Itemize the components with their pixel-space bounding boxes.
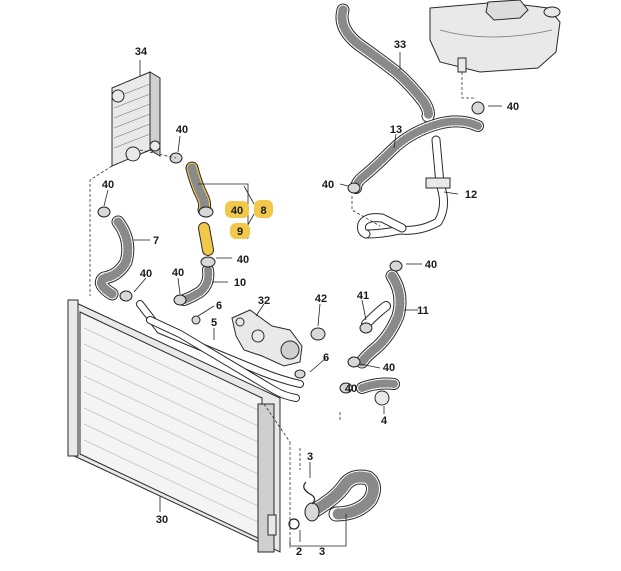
label-12: 12: [465, 189, 477, 201]
oil-cooler: [111, 71, 161, 167]
label-5: 5: [211, 317, 217, 329]
label-40-c: 40: [102, 179, 114, 191]
label-7: 7: [153, 235, 159, 247]
label-6-b: 6: [323, 352, 329, 364]
label-33: 33: [394, 39, 406, 51]
expansion-tank: [429, 0, 561, 73]
hose-33: [335, 3, 435, 123]
label-10: 10: [234, 277, 246, 289]
pipe-5: [136, 300, 304, 402]
hose-11: [355, 269, 407, 369]
label-4: 4: [381, 415, 388, 427]
label-2: 2: [296, 546, 302, 558]
hose-10: [178, 264, 215, 306]
callout-labels: 34 33 40 40 40 40 40 40 40 40 40 40 13 1…: [102, 39, 519, 558]
highlight-40-bg: [225, 201, 249, 218]
label-40-d: 40: [322, 179, 334, 191]
label-32: 32: [258, 295, 270, 307]
connector-9: [198, 222, 214, 256]
hose-4: [356, 377, 400, 406]
hose-8: [185, 161, 212, 217]
label-40-b: 40: [176, 124, 188, 136]
hose-13: [350, 115, 484, 194]
label-3-b: 3: [319, 546, 325, 558]
label-8: 8: [260, 205, 266, 217]
highlighted-callouts: 40 8 9: [225, 200, 273, 239]
label-3-a: 3: [307, 451, 313, 463]
label-11: 11: [417, 305, 429, 317]
water-pump: [231, 309, 303, 367]
hose-41: [361, 301, 391, 329]
label-42: 42: [315, 293, 327, 305]
label-40-h: 40: [425, 259, 437, 271]
label-6-a: 6: [216, 300, 222, 312]
label-9: 9: [237, 226, 243, 238]
label-40-hl: 40: [231, 205, 243, 217]
label-40-f: 40: [140, 268, 152, 280]
dashed-reference-lines: [89, 72, 474, 548]
label-40-a: 40: [507, 101, 519, 113]
hose-7: [94, 215, 135, 301]
radiator: [67, 299, 281, 553]
label-13: 13: [390, 124, 402, 136]
label-40-j: 40: [345, 383, 357, 395]
label-40-e: 40: [237, 254, 249, 266]
label-40-i: 40: [383, 362, 395, 374]
highlight-8-bg: [254, 200, 273, 218]
clamps: [97, 101, 485, 530]
label-41: 41: [357, 290, 369, 302]
highlight-9-bg: [230, 223, 250, 239]
hose-3: [304, 469, 381, 522]
label-40-g: 40: [172, 267, 184, 279]
label-30: 30: [156, 514, 168, 526]
label-34: 34: [135, 46, 148, 58]
pipe-12: [357, 135, 451, 239]
